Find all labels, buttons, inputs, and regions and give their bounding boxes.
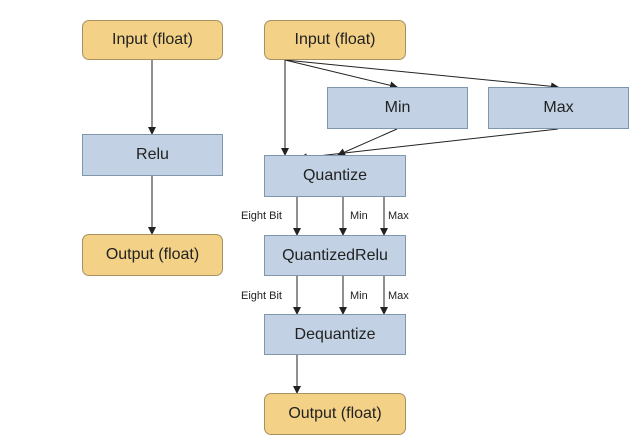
dequantize-node: Dequantize xyxy=(264,314,406,355)
edge-label-max-2: Max xyxy=(388,290,409,302)
quantize-node: Quantize xyxy=(264,155,406,197)
edge-label-min-2: Min xyxy=(350,290,368,302)
left-output-node: Output (float) xyxy=(82,234,223,276)
min-node: Min xyxy=(327,87,468,129)
edge-max-quantize xyxy=(299,128,559,162)
quantized-relu-node: QuantizedRelu xyxy=(264,235,406,276)
edge-label-eight-bit-2: Eight Bit xyxy=(241,290,282,302)
left-input-node: Input (float) xyxy=(82,20,223,60)
max-node: Max xyxy=(488,87,629,129)
edge-label-min-1: Min xyxy=(350,210,368,222)
edge-input-max xyxy=(284,59,559,91)
edge-input-min xyxy=(284,59,398,90)
edge-min-quantize xyxy=(337,128,398,156)
edge-label-max-1: Max xyxy=(388,210,409,222)
relu-node: Relu xyxy=(82,134,223,176)
edge-label-eight-bit-1: Eight Bit xyxy=(241,210,282,222)
right-input-node: Input (float) xyxy=(264,20,406,60)
right-output-node: Output (float) xyxy=(264,393,406,435)
